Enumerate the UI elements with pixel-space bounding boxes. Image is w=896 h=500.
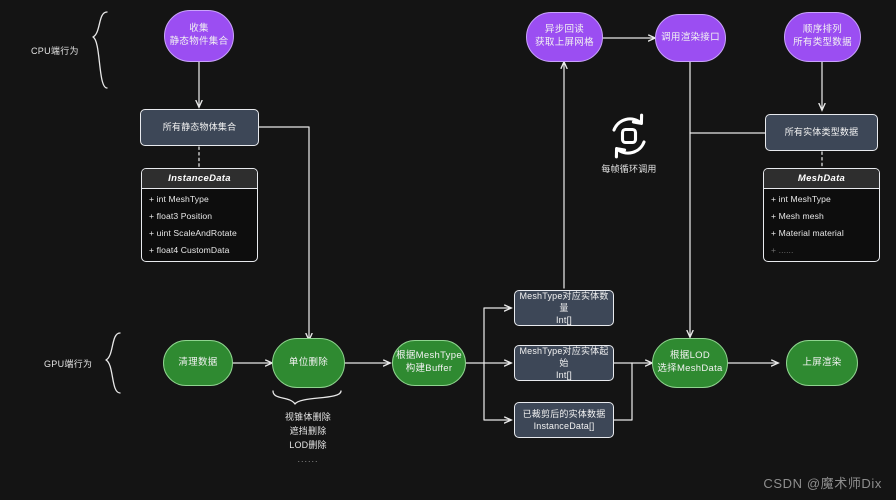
cull-note-2: 遮挡删除 [289,425,327,436]
node-count-box[interactable]: MeshType对应实体数量 Int[] [514,290,614,326]
uml-mesh-data[interactable]: MeshData + int MeshType + Mesh mesh + Ma… [763,168,880,262]
group-label-gpu: GPU端行为 [44,359,93,369]
edge-allstatic-to-unitcull [258,126,309,340]
node-render-api[interactable]: 调用渲染接口 [655,14,726,62]
uml-instance-data-title: InstanceData [142,169,257,189]
node-all-static-label: 所有静态物体集合 [162,122,237,133]
node-culled-box[interactable]: 已裁剪后的实体数据 InstanceData[] [514,402,614,438]
cull-note-brace [272,390,342,405]
node-start-box-line1: MeshType对应实体起始 [519,345,609,368]
uml-row: + uint ScaleAndRotate [149,227,237,238]
edge-buildbuffer-to-count [483,308,511,364]
edge-culled-to-lod [613,362,633,421]
cull-note-1: 视锥体删除 [284,412,331,422]
node-culled-box-line1: 已裁剪后的实体数据 [522,408,606,419]
uml-row: + Material material [771,227,844,238]
node-readback-line1: 异步回读 [544,24,585,36]
uml-instance-data[interactable]: InstanceData + int MeshType + float3 Pos… [141,168,258,262]
node-all-entity-types-box[interactable]: 所有实体类型数据 [765,104,888,151]
node-present[interactable]: 上屏渲染 [786,340,858,386]
node-count-box-line1: MeshType对应实体数量 [519,290,609,313]
node-lod-select-line1: 根据LOD [669,350,711,362]
cull-notes: 视锥体删除 遮挡删除 LOD删除 ...... [258,411,358,467]
group-label-cpu: CPU端行为 [31,46,79,56]
node-lod-select[interactable]: 根据LOD 选择MeshData [652,338,728,388]
uml-mesh-data-title: MeshData [764,169,879,189]
node-readback[interactable]: 异步回读 获取上屏网格 [526,12,603,62]
node-sort-types-line1: 顺序排列 [802,24,843,36]
uml-row: + float3 Position [149,211,213,222]
node-clean-data-label: 清理数据 [178,356,218,368]
node-sort-types[interactable]: 顺序排列 所有类型数据 [784,12,861,62]
uml-row: + int MeshType [149,194,209,205]
node-present-label: 上屏渲染 [802,356,842,368]
uml-row: + ...... [771,244,794,255]
watermark: CSDN @魔术师Dix [763,476,882,491]
uml-row: + int MeshType [771,194,831,205]
cpu-brace [92,11,108,89]
refresh-loop-icon [603,110,655,162]
loop-caption: 每帧循环调用 [601,164,657,174]
node-all-entity-types-label: 所有实体类型数据 [784,127,859,138]
node-render-api-line1: 调用渲染接口 [661,31,720,43]
cull-note-4: ...... [297,453,319,464]
node-unit-cull-label: 单位删除 [288,356,329,368]
uml-row: + float4 CustomData [149,244,230,255]
edge-buildbuffer-to-culled [483,362,511,420]
uml-instance-data-rows: + int MeshType + float3 Position + uint … [142,189,257,260]
node-unit-cull[interactable]: 单位删除 [272,338,345,388]
node-collect-line2: 静态物件集合 [169,36,229,47]
node-collect[interactable]: 收集 静态物件集合 [164,10,234,62]
node-clean-data[interactable]: 清理数据 [163,340,233,386]
node-readback-line2: 获取上屏网格 [535,37,594,48]
node-sort-types-line2: 所有类型数据 [793,37,852,48]
gpu-brace [105,332,121,394]
node-start-box-line2: Int[] [555,370,572,381]
node-count-box-line2: Int[] [555,315,572,326]
node-collect-line1: 收集 [189,23,209,35]
node-start-box[interactable]: MeshType对应实体起始 Int[] [514,345,614,381]
node-build-buffer-line2: 构建Buffer [405,363,453,374]
node-lod-select-line2: 选择MeshData [657,363,723,374]
node-build-buffer[interactable]: 根据MeshType 构建Buffer [392,340,466,386]
uml-mesh-data-rows: + int MeshType + Mesh mesh + Material ma… [764,189,879,260]
cull-note-3: LOD删除 [289,439,327,450]
node-all-static-box[interactable]: 所有静态物体集合 [140,99,269,146]
node-culled-box-line2: InstanceData[] [533,421,595,431]
uml-row: + Mesh mesh [771,211,824,222]
node-build-buffer-line1: 根据MeshType [396,350,462,362]
